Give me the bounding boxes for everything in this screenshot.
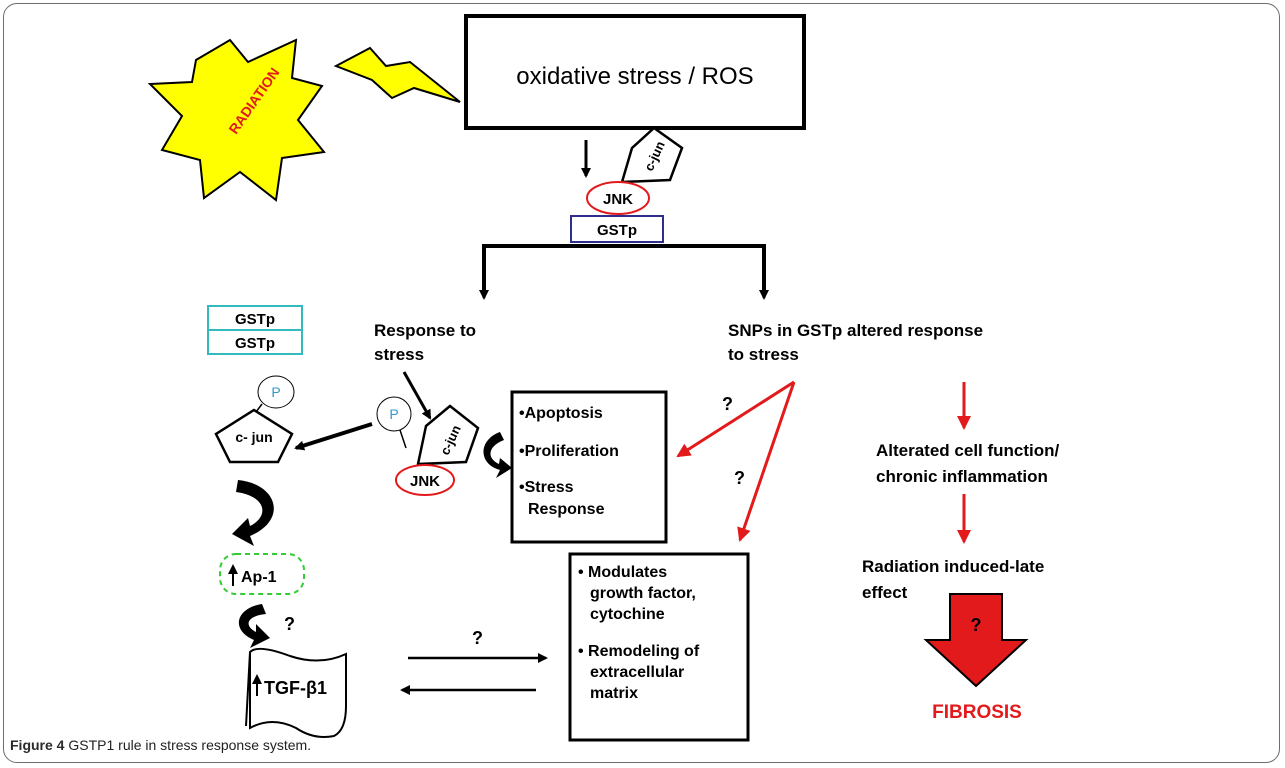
gstp-label-left-2: GSTp [235,335,275,352]
big-red-arrow [923,593,1029,688]
radiation-late-line2: effect [862,583,908,602]
outcome-proliferation: •Proliferation [519,443,619,460]
p-label-middle: P [389,406,398,422]
gstp-label-left-1: GSTp [235,311,275,328]
outcome-stress-line1: •Stress [519,479,574,496]
snps-line2: to stress [728,345,799,364]
figure-caption: Figure 4 GSTP1 rule in stress response s… [10,737,311,753]
ap1-box [219,553,305,595]
cjun-pentagon-top: c-jun [620,126,684,184]
p-circle-middle [376,396,412,432]
gstp-box-top [570,215,664,243]
modulates-line2: growth factor, [590,585,696,602]
modulates-line5: extracellular [590,664,684,681]
arrow-jnk-to-cjun [294,422,373,451]
jnk-ellipse-middle [395,464,455,496]
outcome-stress-line2: Response [528,501,605,518]
oxidative-stress-label: oxidative stress / ROS [516,63,753,90]
question-mark-fibrosis: ? [971,615,982,635]
lightning-bolt-icon [333,46,461,103]
caption-text: GSTP1 rule in stress response system. [68,737,312,753]
fibrosis-label: FIBROSIS [932,702,1022,723]
jnk-label-middle: JNK [410,473,440,490]
arrow-response-to-jnk [402,371,432,420]
response-to-stress-line1: Response to [374,321,476,340]
snps-line1: SNPs in GSTp altered response [728,321,983,340]
modulates-line4: • Remodeling of [578,643,700,660]
altered-line2: chronic inflammation [876,467,1048,486]
jnk-label-top: JNK [603,191,633,208]
cjun-pentagon-left [214,408,294,464]
p-bond-middle [399,429,407,449]
tgf-scroll [245,647,347,738]
gstp-box-left-1 [207,305,303,331]
curved-arrow-middle [483,432,512,478]
tgf-label: TGF-β1 [264,678,327,698]
oxidative-stress-box [464,14,806,130]
figure-frame [3,3,1280,763]
question-mark-tgf: ? [472,628,483,648]
curved-arrow-ap1-to-tgf [238,604,270,648]
modulates-line6: matrix [590,685,638,702]
altered-line1: Alterated cell function/ [876,441,1060,460]
jnk-ellipse-top [586,181,650,215]
outcomes-box [510,390,668,544]
question-mark-1: ? [722,394,733,414]
radiation-late-line1: Radiation induced-late [862,557,1044,576]
p-circle-left [257,375,295,409]
gstp-box-left-2 [207,329,303,355]
question-mark-ap1: ? [284,614,295,634]
response-to-stress-line2: stress [374,345,424,364]
radiation-starburst: RADIATION [147,38,326,202]
cjun-pentagon-middle [416,404,480,466]
modulates-line3: cytochine [590,606,665,623]
outcome-apoptosis: •Apoptosis [519,405,603,422]
branch-bracket [482,244,766,290]
caption-figure-label: Figure 4 [10,737,65,753]
red-arrow-snps-to-outcomes [676,380,795,458]
curved-arrow-cjun-to-ap1 [232,480,274,546]
modulates-line1: • Modulates [578,564,667,581]
cjun-label-left: c- jun [235,429,272,445]
question-mark-2: ? [734,468,745,488]
ap1-label: Ap-1 [241,569,277,586]
p-label-left: P [271,384,280,400]
gstp-label-top: GSTp [597,222,637,239]
modulates-box [568,552,750,742]
red-arrow-snps-to-modulates [737,381,796,542]
